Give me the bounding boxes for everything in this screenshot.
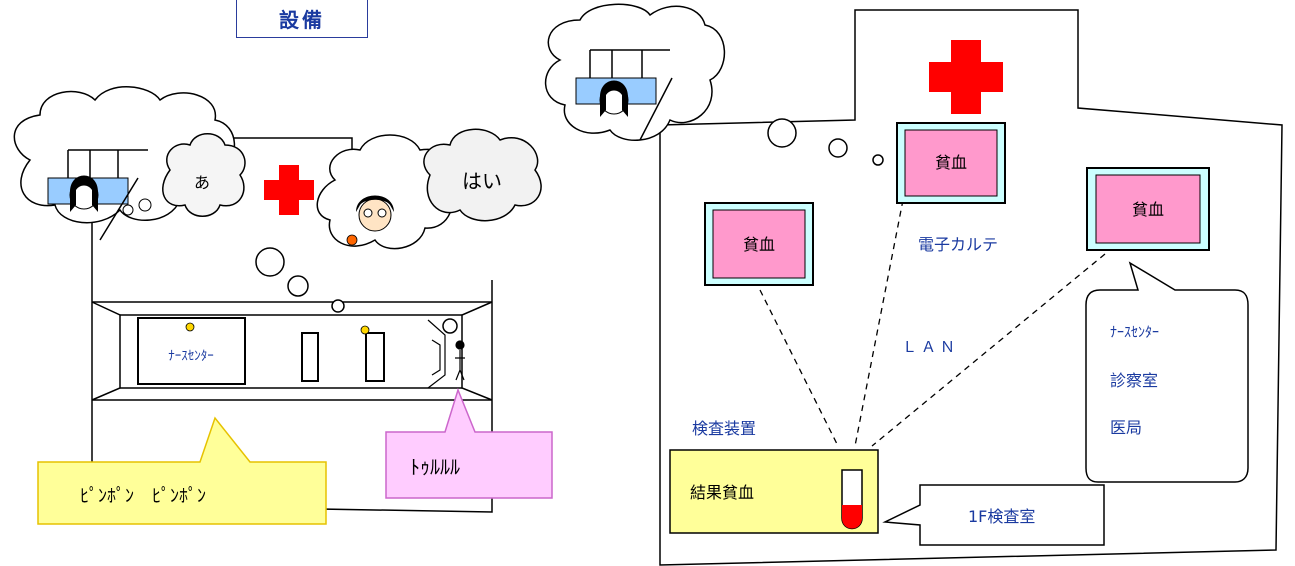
- thought-a-text: あ: [194, 173, 210, 192]
- page-title: 設備: [236, 0, 368, 38]
- lab-device-label: 検査装置: [692, 419, 756, 438]
- thought-cloud-patient-right: [544, 3, 884, 166]
- lab-room-text: 1F検査室: [968, 507, 1035, 526]
- lab-device-box: 結果貧血: [669, 449, 879, 534]
- call-light-icon: [360, 325, 370, 335]
- callout-turururu: ﾄｩﾙﾙﾙ: [385, 387, 553, 499]
- monitor-3: 貧血: [1086, 167, 1210, 251]
- test-tube-icon: [841, 469, 863, 530]
- emr-label: 電子カルテ: [918, 235, 998, 254]
- pinpon-text: ﾋﾟﾝﾎﾟﾝ ﾋﾟﾝﾎﾟﾝ: [80, 486, 206, 507]
- thought-hai-text: はい: [462, 169, 502, 193]
- location-nurse-center: ﾅｰｽｾﾝﾀｰ: [1110, 325, 1159, 341]
- thought-cloud-nurse: [255, 134, 453, 313]
- call-light-icon: [185, 322, 195, 332]
- nurse-face-icon: [358, 198, 392, 232]
- thought-cloud-a: あ: [162, 133, 246, 217]
- monitor-2-text: 貧血: [935, 153, 967, 172]
- phone-icon: [346, 234, 358, 246]
- monitor-1-text: 貧血: [743, 235, 775, 254]
- red-cross-icon-left: [264, 165, 314, 215]
- nurse-center-sign: ﾅｰｽｾﾝﾀｰ: [168, 349, 214, 364]
- turururu-text: ﾄｩﾙﾙﾙ: [410, 455, 460, 479]
- callout-pinpon: ﾋﾟﾝﾎﾟﾝ ﾋﾟﾝﾎﾟﾝ: [37, 416, 327, 525]
- monitor-3-text: 貧血: [1132, 200, 1164, 219]
- location-doctors-office: 医局: [1110, 418, 1142, 437]
- location-exam-room: 診察室: [1110, 371, 1158, 390]
- lan-label: ＬＡＮ: [902, 338, 959, 356]
- monitor-1: 貧血: [704, 202, 814, 286]
- hospital-building-left: [91, 137, 493, 513]
- lan-lines: [759, 199, 1106, 447]
- red-cross-icon-right: [929, 40, 1003, 114]
- thought-cloud-hai: はい: [423, 128, 542, 334]
- nurse-center-room: ﾅｰｽｾﾝﾀｰ: [137, 317, 246, 385]
- lab-result-text: 結果貧血: [690, 483, 754, 502]
- corridor-doors: [301, 325, 385, 382]
- monitor-2: 貧血: [896, 122, 1006, 204]
- callout-locations: ﾅｰｽｾﾝﾀｰ 診察室 医局: [1085, 261, 1249, 483]
- end-door-person: [427, 319, 465, 389]
- callout-lab-room: 1F検査室: [882, 484, 1105, 546]
